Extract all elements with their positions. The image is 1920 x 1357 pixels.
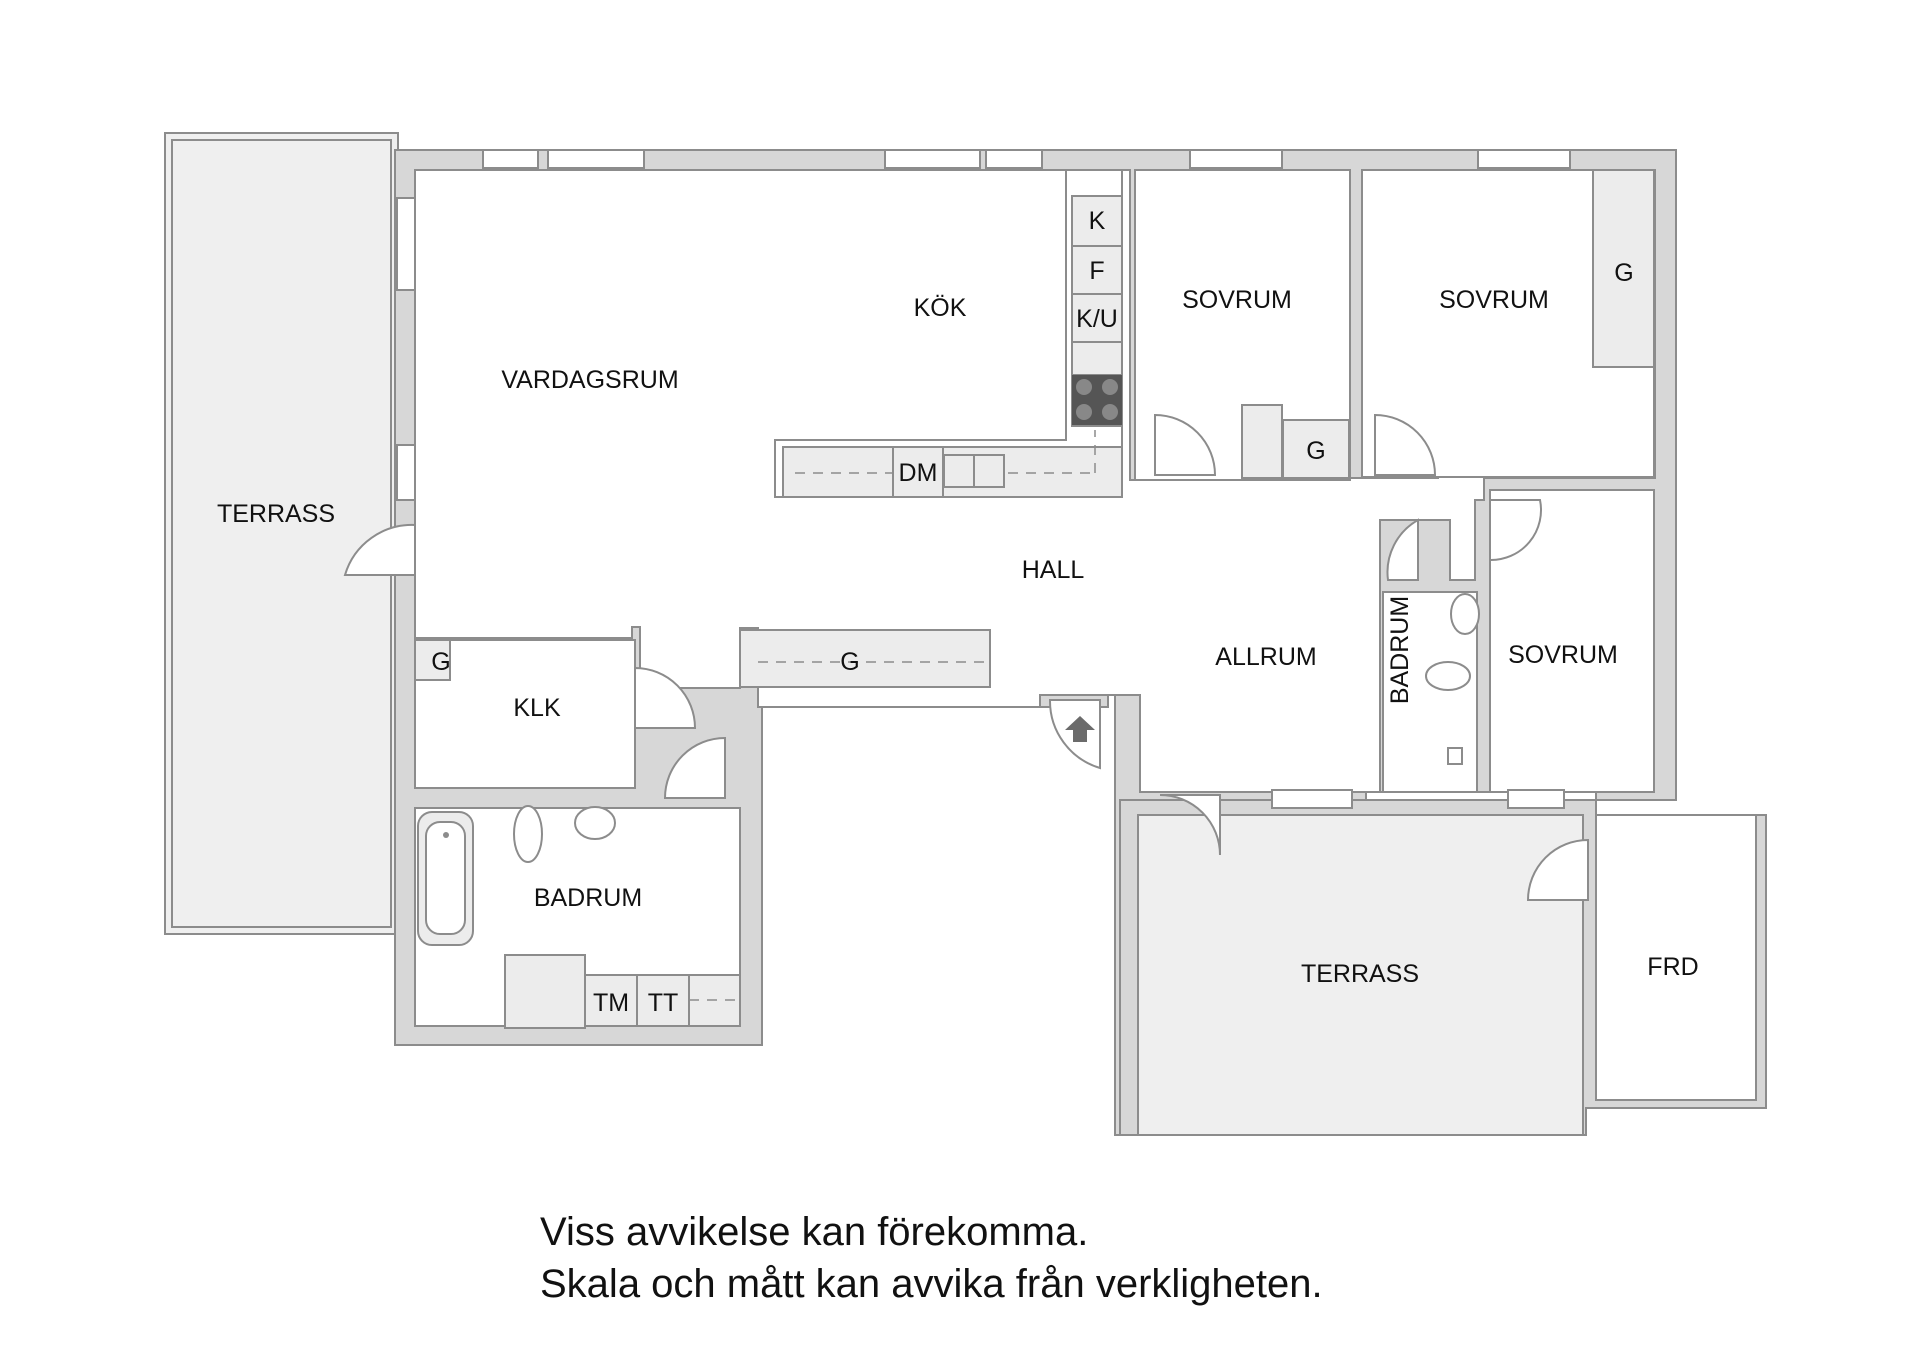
room-label-badrum-small: BADRUM	[1386, 596, 1414, 704]
room-label-terrass-south: TERRASS	[1301, 960, 1419, 988]
kitchen-counter	[782, 195, 1123, 498]
fixture-label-dm: DM	[899, 459, 938, 487]
fixture-labels: K F K/U DM G G G G TM TT	[431, 207, 1633, 1017]
room-label-sovrum-2: SOVRUM	[1439, 286, 1549, 314]
fixture-label-g-hall: G	[840, 648, 859, 676]
room-label-frd: FRD	[1647, 953, 1698, 981]
disclaimer-line-1: Viss avvikelse kan förekomma.	[540, 1210, 1089, 1254]
doors	[343, 413, 1589, 901]
room-label-sovrum-1: SOVRUM	[1182, 286, 1292, 314]
room-label-sovrum-3: SOVRUM	[1508, 641, 1618, 669]
fixture-label-k: K	[1089, 207, 1106, 235]
room-label-vardagsrum: VARDAGSRUM	[501, 366, 678, 394]
fixture-label-tt: TT	[648, 989, 679, 1017]
windows	[396, 149, 1571, 809]
fixture-label-g-klk: G	[431, 648, 450, 676]
entrance-arrow-icon	[1065, 716, 1095, 742]
fixture-label-tm: TM	[593, 989, 629, 1017]
fixture-label-f: F	[1089, 257, 1104, 285]
room-label-klk: KLK	[513, 694, 561, 722]
room-label-kok: KÖK	[914, 294, 967, 322]
room-label-terrass-west: TERRASS	[217, 500, 335, 528]
wardrobes	[414, 169, 1655, 1029]
room-label-hall: HALL	[1022, 556, 1085, 584]
room-labels: TERRASS VARDAGSRUM KÖK SOVRUM SOVRUM SOV…	[217, 286, 1699, 988]
fixture-label-g-sovrum2: G	[1614, 259, 1633, 287]
fixture-label-ku: K/U	[1076, 305, 1118, 333]
terrace-west	[164, 132, 399, 935]
disclaimer-line-2: Skala och mått kan avvika från verklighe…	[540, 1262, 1323, 1306]
fixture-label-g-sovrum1: G	[1306, 437, 1325, 465]
room-label-badrum-large: BADRUM	[534, 884, 642, 912]
room-label-allrum: ALLRUM	[1215, 643, 1316, 671]
bathroom-fixtures	[417, 593, 1480, 946]
